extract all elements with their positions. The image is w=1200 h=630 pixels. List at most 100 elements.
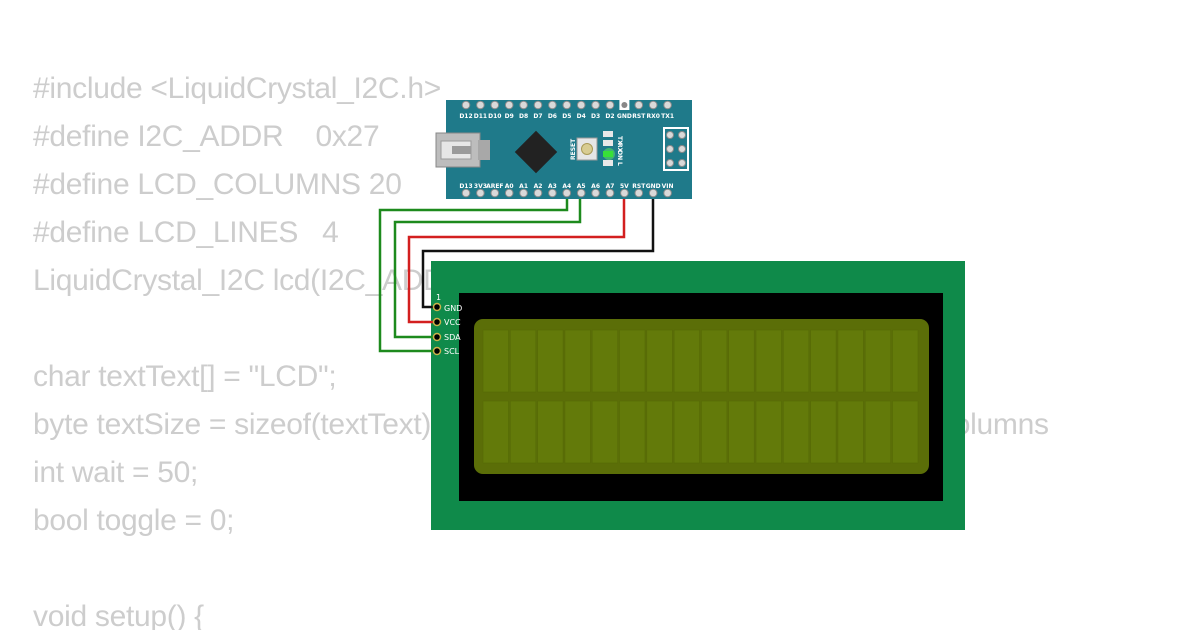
lcd-cell [646, 400, 673, 464]
icsp-pin [678, 145, 686, 153]
icsp-inner [665, 129, 687, 169]
arduino-pin-d2[interactable] [605, 100, 615, 110]
led-label-l: L [616, 162, 623, 166]
lcd-cell [619, 400, 646, 464]
arduino-pin-aref[interactable] [490, 188, 500, 198]
arduino-pin-d10[interactable] [490, 100, 500, 110]
arduino-pin-label: D10 [488, 113, 501, 120]
arduino-pin-label: D9 [505, 113, 514, 120]
arduino-pin-d6[interactable] [548, 100, 557, 110]
arduino-pin-d13[interactable] [461, 188, 471, 198]
lcd-cell [591, 400, 619, 464]
lcd-cell [482, 400, 509, 464]
arduino-pin-label: D2 [605, 113, 614, 120]
arduino-pin-d9[interactable] [504, 100, 514, 110]
arduino-pin-5v[interactable] [620, 188, 629, 198]
arduino-pin-label: A1 [519, 183, 528, 190]
lcd-cell [509, 400, 537, 464]
reset-label: RESET [570, 138, 577, 160]
arduino-pin-a0[interactable] [504, 188, 514, 198]
arduino-pin-vin[interactable] [663, 188, 672, 198]
lcd-cell [646, 329, 673, 393]
arduino-pin-label: AREF [486, 183, 503, 190]
icsp-pin [678, 159, 686, 167]
lcd-cell [782, 329, 810, 393]
lcd-pad-vcc[interactable] [432, 317, 442, 327]
arduino-pin-a4[interactable] [562, 188, 572, 198]
led-label-on: ON [616, 150, 623, 160]
lcd-pin-1-label: 1 [436, 293, 441, 302]
lcd-pin-sda-label: SDA [444, 333, 461, 342]
led-label-rx: RX [616, 143, 623, 153]
lcd-cell [782, 400, 810, 464]
arduino-pin-3v3[interactable] [476, 188, 485, 198]
arduino-pin-label: 3V3 [474, 183, 487, 190]
arduino-pin-tx1[interactable] [663, 100, 672, 110]
arduino-pin-label: A3 [548, 183, 557, 190]
arduino-pin-label: D6 [548, 113, 557, 120]
lcd-pin-scl-label: SCL [444, 347, 460, 356]
led-label-tx: TX [616, 136, 623, 145]
arduino-pin-gnd[interactable] [648, 188, 658, 198]
lcd-pad-gnd[interactable] [432, 302, 442, 312]
arduino-pin-a7[interactable] [605, 188, 615, 198]
arduino-pin-d3[interactable] [591, 100, 600, 110]
arduino-pin-a3[interactable] [548, 188, 557, 198]
arduino-pin-label: D5 [562, 113, 571, 120]
lcd-pin-gnd-label: GND [444, 304, 462, 313]
lcd-cell [864, 400, 892, 464]
arduino-pin-rx0[interactable] [648, 100, 658, 110]
arduino-pin-label: D7 [533, 113, 542, 120]
arduino-pin-a6[interactable] [591, 188, 600, 198]
lcd-cell [673, 400, 700, 464]
icsp-pin [666, 145, 674, 153]
arduino-pin-d12[interactable] [461, 100, 471, 110]
wire-gnd-black[interactable] [421, 193, 655, 309]
arduino-pin-label: RX0 [646, 113, 659, 120]
lcd-cell [810, 329, 837, 393]
arduino-pin-d7[interactable] [533, 100, 543, 110]
code-line: #define LCD_LINES 4 [33, 216, 339, 249]
arduino-pin-a5[interactable] [576, 188, 586, 198]
lcd-cell [619, 329, 646, 393]
lcd-cell [755, 329, 782, 393]
arduino-pin-rst[interactable] [634, 100, 644, 110]
wire-sda-green[interactable] [393, 193, 582, 339]
code-line: #include <LiquidCrystal_I2C.h> [33, 72, 441, 105]
lcd-cell [810, 400, 837, 464]
l-led-icon [603, 160, 613, 166]
arduino-pin-a2[interactable] [533, 188, 543, 198]
lcd-cell [837, 400, 864, 464]
lcd-cell [892, 400, 919, 464]
reset-button[interactable] [576, 137, 598, 161]
arduino-pin-label: D4 [577, 113, 586, 120]
icsp-header-icon [663, 127, 689, 171]
lcd-cell [591, 329, 619, 393]
arduino-pin-d4[interactable] [576, 100, 586, 110]
arduino-pin-d8[interactable] [519, 100, 528, 110]
lcd-pad-sda[interactable] [432, 332, 442, 342]
arduino-pin-d11[interactable] [476, 100, 485, 110]
arduino-pin-label: RST [632, 113, 646, 120]
arduino-pin-label: A0 [505, 183, 514, 190]
wire-scl-green[interactable] [378, 193, 569, 353]
wire-vcc-red[interactable] [407, 193, 626, 324]
arduino-pin-a1[interactable] [519, 188, 528, 198]
arduino-pin-label: D8 [519, 113, 528, 120]
lcd-character-grid [482, 329, 919, 464]
arduino-pin-label: A5 [577, 183, 586, 190]
code-line: int wait = 50; [33, 456, 199, 489]
lcd-module[interactable] [431, 261, 965, 530]
icsp-pin [666, 159, 674, 167]
arduino-pin-label: D12 [459, 113, 472, 120]
lcd-cell [537, 329, 564, 393]
arduino-pin-rst[interactable] [634, 188, 644, 198]
lcd-pin-vcc-label: VCC [444, 318, 461, 327]
pin-hole [621, 102, 628, 108]
arduino-pin-d5[interactable] [562, 100, 572, 110]
lcd-pad-scl[interactable] [432, 346, 442, 356]
code-line: #define LCD_COLUMNS 20 [33, 168, 402, 201]
